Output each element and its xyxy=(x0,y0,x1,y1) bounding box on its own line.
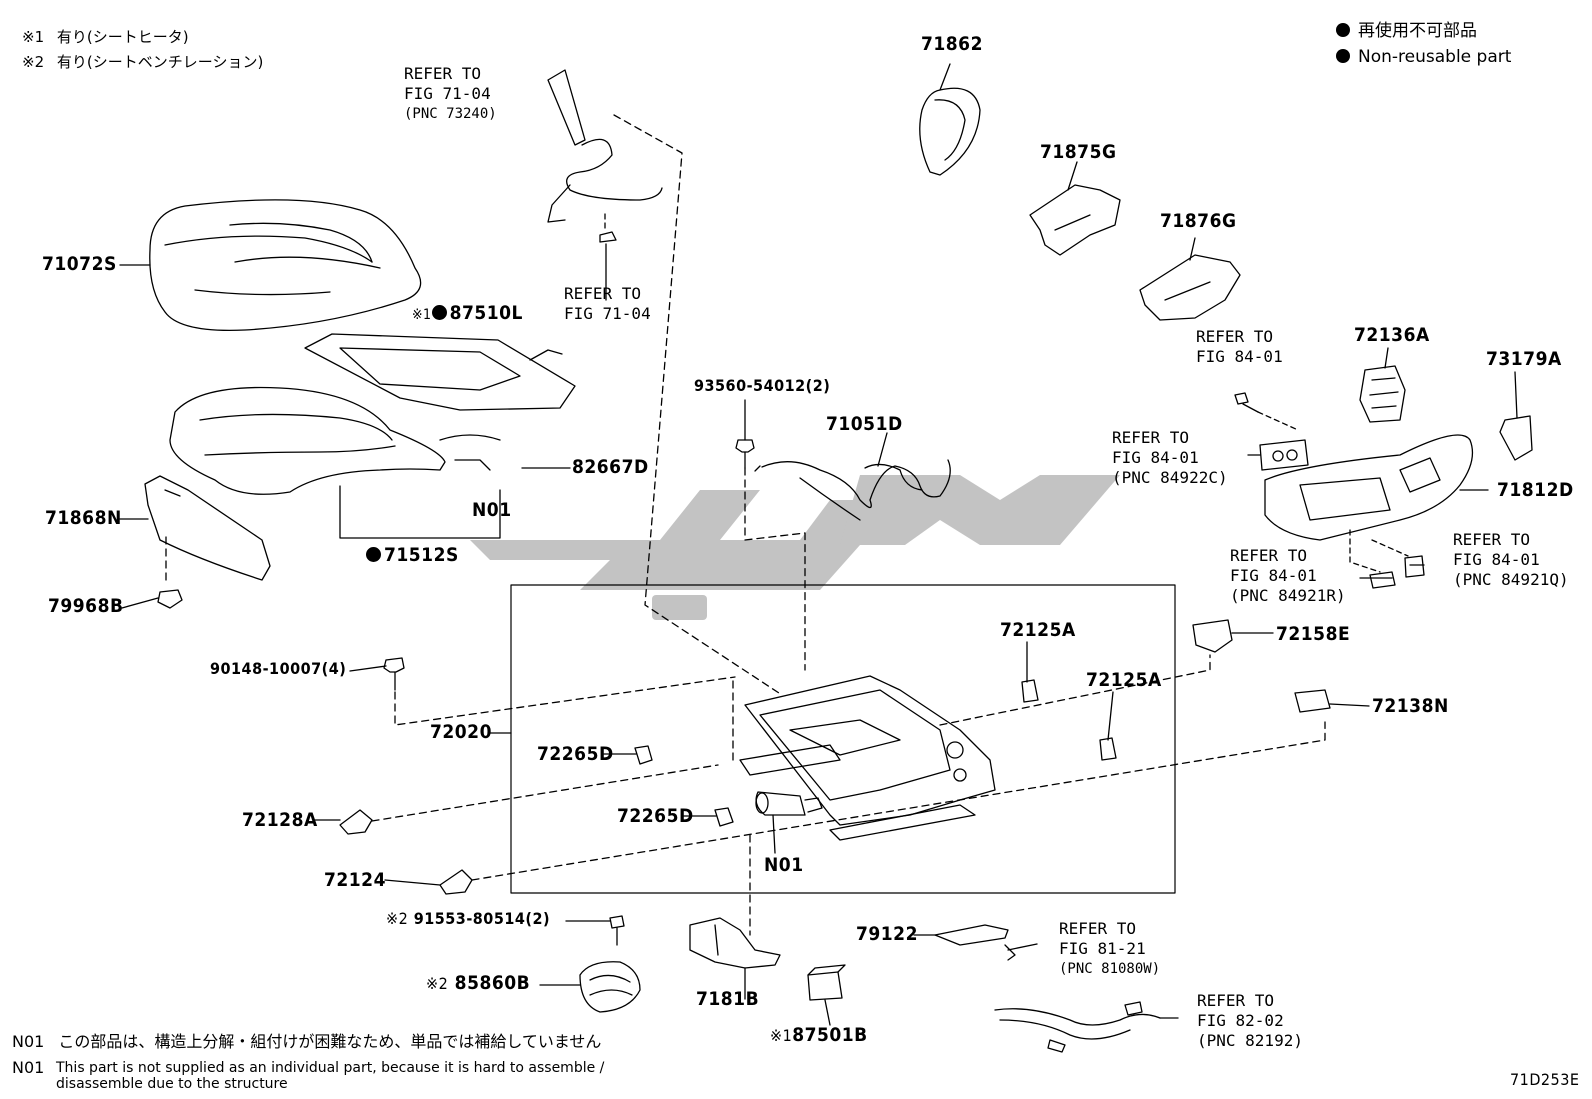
figure-code: 71D253E xyxy=(1510,1070,1580,1089)
knob-72136A-drawing xyxy=(1359,365,1406,423)
knob-73179A-drawing xyxy=(1499,415,1533,461)
part-71876G[interactable]: 71876G xyxy=(1160,210,1237,232)
part-87501B[interactable]: ※187501B xyxy=(770,1024,868,1046)
refer-fig-71-04-pnc-73240[interactable]: REFER TO FIG 71-04 (PNC 73240) xyxy=(404,64,497,122)
non-reusable-dot-icon xyxy=(366,547,381,562)
refer-fig-84-01-pnc-84921q[interactable]: REFER TO FIG 84-01 (PNC 84921Q) xyxy=(1453,530,1569,589)
part-85860B[interactable]: ※2 85860B xyxy=(426,972,531,994)
part-72020[interactable]: 72020 xyxy=(430,721,492,743)
seat-adjuster-drawing xyxy=(739,675,996,841)
part-7181B[interactable]: 7181B xyxy=(696,988,760,1010)
refer-fig-84-01-pnc-84922c[interactable]: REFER TO FIG 84-01 (PNC 84922C) xyxy=(1112,428,1228,487)
part-71868N[interactable]: 71868N xyxy=(45,507,122,529)
cover-72158E-drawing xyxy=(1192,619,1233,653)
part-82667D[interactable]: 82667D xyxy=(572,456,649,478)
part-N01-motor[interactable]: N01 xyxy=(764,854,804,876)
seat-shield-drawing xyxy=(1264,434,1474,541)
bracket-72265D-b-drawing xyxy=(714,807,734,827)
non-reusable-dot-icon xyxy=(1336,23,1350,37)
knob-84921Q-drawing xyxy=(1404,555,1425,578)
seat-cushion-pad-drawing xyxy=(149,199,422,332)
clip-72125A-a-drawing xyxy=(1021,679,1039,703)
leader-lines xyxy=(119,63,1518,1026)
part-73179A[interactable]: 73179A xyxy=(1486,348,1562,370)
part-91553-80514[interactable]: ※2 91553-80514(2) xyxy=(386,909,551,928)
seat-heater-drawing xyxy=(304,333,576,411)
screw-drawing xyxy=(1234,392,1259,413)
bolt-drawing xyxy=(735,439,755,469)
part-72136A[interactable]: 72136A xyxy=(1354,324,1430,346)
bracket-71875G-drawing xyxy=(1029,184,1121,256)
part-93560-54012[interactable]: 93560-54012(2) xyxy=(694,376,831,395)
part-72124[interactable]: 72124 xyxy=(324,869,386,891)
part-72125A-a[interactable]: 72125A xyxy=(1000,619,1076,641)
note-mark: ※2 xyxy=(386,909,409,928)
refer-fig-84-01[interactable]: REFER TO FIG 84-01 xyxy=(1196,327,1283,366)
cover-72124-drawing xyxy=(439,869,473,895)
part-71072S[interactable]: 71072S xyxy=(42,253,117,275)
clip-drawing xyxy=(157,589,183,609)
wire-82192-drawing xyxy=(994,1001,1161,1053)
non-reusable-dot-icon xyxy=(431,305,447,320)
clip-72125A-b-drawing xyxy=(1099,737,1117,761)
note-1: ※1 有り(シートヒータ) xyxy=(22,28,189,46)
bracket-7181B-drawing xyxy=(689,917,781,969)
part-71512S[interactable]: 71512S xyxy=(366,546,459,565)
part-N01-cushion[interactable]: N01 xyxy=(472,499,512,521)
refer-fig-82-02-pnc-82192[interactable]: REFER TO FIG 82-02 (PNC 82192) xyxy=(1197,991,1303,1050)
cover-72138N-drawing xyxy=(1294,689,1331,713)
footnote-mark: N01 xyxy=(12,1058,45,1077)
note-1-text: 有り(シートヒータ) xyxy=(56,28,189,46)
part-71812D[interactable]: 71812D xyxy=(1497,479,1574,501)
note-mark: ※1 xyxy=(770,1026,793,1045)
switch-drawing xyxy=(1259,439,1309,471)
knob-84921R-drawing xyxy=(1369,571,1396,589)
part-72265D-b[interactable]: 72265D xyxy=(617,805,694,827)
cover-72128A-drawing xyxy=(339,809,373,835)
screw-91553-drawing xyxy=(609,915,625,946)
part-79122[interactable]: 79122 xyxy=(856,923,918,945)
part-72158E[interactable]: 72158E xyxy=(1276,623,1351,645)
part-72128A[interactable]: 72128A xyxy=(242,809,318,831)
cover-71862-drawing xyxy=(919,87,981,176)
watermark-logo xyxy=(470,475,1120,620)
refer-fig-71-04[interactable]: REFER TO FIG 71-04 xyxy=(564,284,651,323)
seat-cushion-drawing xyxy=(169,386,501,495)
note-2-mark: ※2 xyxy=(22,53,45,71)
part-90148-10007[interactable]: 90148-10007(4) xyxy=(210,659,347,678)
legend-jp: 再使用不可部品 xyxy=(1336,22,1477,40)
motor-drawing xyxy=(755,791,823,816)
seat-frame-group-box xyxy=(510,584,1176,894)
bracket-71876G-drawing xyxy=(1139,254,1241,321)
part-71875G[interactable]: 71875G xyxy=(1040,141,1117,163)
note-mark: ※1 xyxy=(412,307,432,323)
legend-en: Non-reusable part xyxy=(1336,48,1511,66)
wire-harness-drawing xyxy=(754,459,951,521)
footnote-en: N01 This part is not supplied as an indi… xyxy=(12,1058,605,1093)
module-87501B-drawing xyxy=(807,964,846,1001)
heater-wire-drawing xyxy=(547,69,663,243)
part-71051D[interactable]: 71051D xyxy=(826,413,903,435)
refer-fig-81-21-pnc-81080w[interactable]: REFER TO FIG 81-21 (PNC 81080W) xyxy=(1059,919,1161,977)
bolt-90148-drawing xyxy=(383,657,405,691)
part-71862[interactable]: 71862 xyxy=(921,33,983,55)
non-reusable-dot-icon xyxy=(1336,49,1350,63)
note-1-mark: ※1 xyxy=(22,28,45,46)
part-72265D-a[interactable]: 72265D xyxy=(537,743,614,765)
cushion-side-cover-drawing xyxy=(144,475,271,581)
note-mark: ※2 xyxy=(426,974,449,993)
note-2-text: 有り(シートベンチレーション) xyxy=(56,53,264,71)
sensor-79122-drawing xyxy=(934,924,1016,961)
part-72125A-b[interactable]: 72125A xyxy=(1086,669,1162,691)
footnote-mark: N01 xyxy=(12,1032,45,1051)
refer-fig-84-01-pnc-84921r[interactable]: REFER TO FIG 84-01 (PNC 84921R) xyxy=(1230,546,1346,605)
part-79968B[interactable]: 79968B xyxy=(48,595,124,617)
fan-85860B-drawing xyxy=(579,961,641,1013)
bracket-72265D-a-drawing xyxy=(634,745,653,765)
part-72138N[interactable]: 72138N xyxy=(1372,695,1449,717)
note-2: ※2 有り(シートベンチレーション) xyxy=(22,53,263,71)
